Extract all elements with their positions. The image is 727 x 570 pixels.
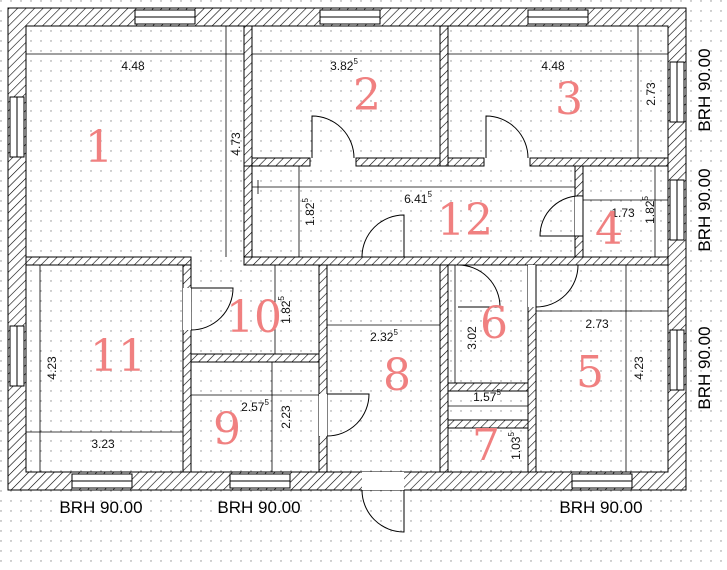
room-number-8: 8 [383,350,411,401]
dim-r4-width: 1.73 [611,206,635,220]
room-number-11: 11 [90,331,146,382]
room-number-3: 3 [555,74,583,125]
brh-label-right-mid: BRH 90.00 [695,168,714,251]
dimension-texts: 4.48 4.73 3.825 4.48 2.73 6.415 1.825 1.… [45,57,658,460]
dim-r3-height: 2.73 [644,82,658,106]
room-number-6: 6 [480,298,508,349]
windows [9,9,685,489]
dim-r5-width: 2.73 [585,317,609,331]
dim-r6-height: 3.02 [465,326,479,350]
dim-r9-width: 2.575 [241,398,269,414]
door-openings [183,158,583,490]
brh-label-right-top: BRH 90.00 [695,48,714,131]
dim-r4-height: 1.825 [641,196,657,224]
room-number-4: 4 [595,204,623,255]
dim-r10-height: 1.825 [277,296,293,324]
room-number-2: 2 [353,70,381,121]
dim-r12-height: 1.825 [301,198,317,226]
walls [7,7,687,491]
brh-label-bottom-right: BRH 90.00 [559,498,642,517]
dim-r2-width: 3.825 [330,57,358,73]
dim-r1-height: 4.73 [229,132,243,156]
dim-r7-height: 1.035 [507,432,523,460]
dim-r5-height: 4.23 [632,356,646,380]
dim-r1-width: 4.48 [121,59,145,73]
dim-r9-height: 2.23 [279,405,293,429]
room-number-5: 5 [576,347,604,398]
room-numbers: 1 2 3 4 5 6 7 8 9 10 11 12 [85,70,623,471]
door-swings [190,115,584,533]
room-number-7: 7 [472,420,500,471]
dim-r12-width: 6.415 [404,190,432,206]
brh-label-right-bottom: BRH 90.00 [695,326,714,409]
dimension-lines [26,26,668,472]
dim-r11-width: 3.23 [91,437,115,451]
window-labels: BRH 90.00 BRH 90.00 BRH 90.00 BRH 90.00 … [59,48,714,517]
brh-label-bottom-mid: BRH 90.00 [217,498,300,517]
dim-r11-height: 4.23 [45,356,59,380]
room-number-10: 10 [226,292,282,343]
room-number-9: 9 [213,404,241,455]
dim-r8-width: 2.325 [370,328,398,344]
room-number-1: 1 [85,122,113,173]
dim-r3-width: 4.48 [541,59,565,73]
dim-r6-width: 1.575 [473,388,501,404]
room-number-12: 12 [437,195,493,246]
brh-label-bottom-left: BRH 90.00 [59,498,142,517]
